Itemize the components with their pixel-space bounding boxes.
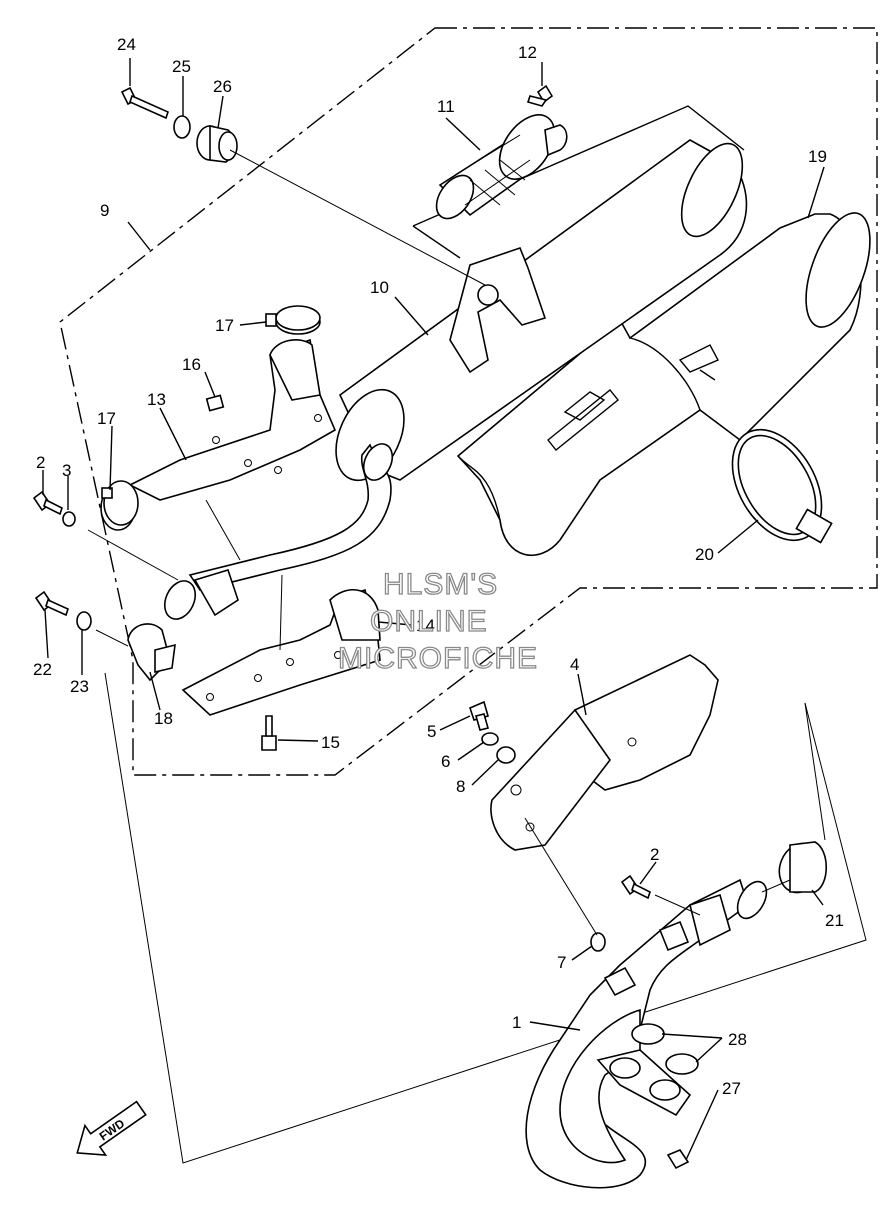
nut-27: [666, 1149, 690, 1170]
callout-7: 7: [557, 953, 566, 972]
watermark-line-3: MICROFICHE: [338, 642, 538, 675]
washer-23: [76, 611, 92, 631]
screen-group-outline-b: [412, 225, 461, 259]
hose-clamp-upper: [265, 305, 321, 335]
hose-clamp-lower: [100, 480, 139, 531]
callout-6: 6: [441, 752, 450, 771]
leader-9: [127, 221, 151, 251]
callout-2b: 2: [650, 845, 659, 864]
collar-7: [590, 932, 606, 952]
callout-10: 10: [370, 278, 389, 297]
spark-arrester-screen: [435, 114, 568, 220]
callout-2a: 2: [36, 453, 45, 472]
washer-6: [481, 732, 499, 746]
callout-13: 13: [147, 390, 166, 409]
callout-25: 25: [172, 57, 191, 76]
protector-lower: [181, 588, 381, 716]
alignment-lines: [87, 149, 826, 936]
callout-18: 18: [154, 709, 173, 728]
callout-16: 16: [182, 355, 201, 374]
watermark: HLSM'S ONLINE MICROFICHE: [337, 567, 538, 675]
leader-lines: [42, 58, 825, 1161]
callout-11: 11: [437, 97, 455, 116]
callout-28: 28: [728, 1030, 747, 1049]
muffler-cover: [456, 212, 871, 556]
bolt-5: [469, 700, 489, 731]
callout-20: 20: [695, 545, 714, 564]
silencer-inlet-pipe: [163, 443, 394, 620]
washer-3: [62, 511, 76, 527]
callout-14: 14: [416, 616, 435, 635]
exhaust-pipe-protector: [490, 654, 719, 851]
callout-9: 9: [100, 201, 109, 220]
callout-22: 22: [33, 660, 52, 679]
callout-8: 8: [456, 777, 465, 796]
callout-17a: 17: [215, 316, 234, 335]
exhaust-gasket-sleeve: [778, 841, 827, 894]
exhaust-pipe: [525, 878, 768, 1189]
callout-24: 24: [117, 35, 136, 54]
damper-26: [196, 125, 238, 163]
bolt-22: [34, 590, 69, 617]
callout-26: 26: [213, 77, 232, 96]
muffler-clamp: [731, 428, 833, 544]
bolt-2-upper: [32, 490, 63, 516]
bolt-12: [526, 84, 554, 107]
gasket-28a: [631, 1023, 665, 1045]
callout-15: 15: [321, 733, 340, 752]
callout-1: 1: [512, 1013, 521, 1032]
bolt-24: [120, 86, 169, 120]
bolt-2-lower: [620, 874, 651, 900]
callout-27: 27: [722, 1079, 741, 1098]
callout-21: 21: [825, 911, 844, 930]
callout-12: 12: [518, 43, 537, 62]
callout-4: 4: [570, 655, 579, 674]
silencer-body: [335, 139, 748, 482]
callout-3: 3: [62, 461, 71, 480]
callout-17b: 17: [97, 409, 116, 428]
grommet-8: [496, 746, 516, 764]
protector-upper: [128, 338, 337, 501]
watermark-line-2: ONLINE: [370, 605, 488, 638]
callout-labels: 24 25 26 12 11 19 9 10 17 16 13 17 2 3 2…: [33, 35, 844, 1098]
watermark-line-1: HLSM'S: [383, 568, 498, 601]
forward-arrow-icon: FWD: [76, 1100, 147, 1156]
overall-assembly-boundary: [104, 672, 867, 1164]
nut-16: [205, 394, 225, 412]
callout-5: 5: [427, 722, 436, 741]
callout-23: 23: [70, 677, 89, 696]
callout-19: 19: [808, 147, 827, 166]
washer-25: [173, 115, 191, 139]
muffler-assembly-boundary: [59, 27, 878, 776]
gasket-28b: [665, 1053, 699, 1075]
bolt-15: [261, 715, 277, 751]
pipe-clamp: [127, 623, 176, 682]
